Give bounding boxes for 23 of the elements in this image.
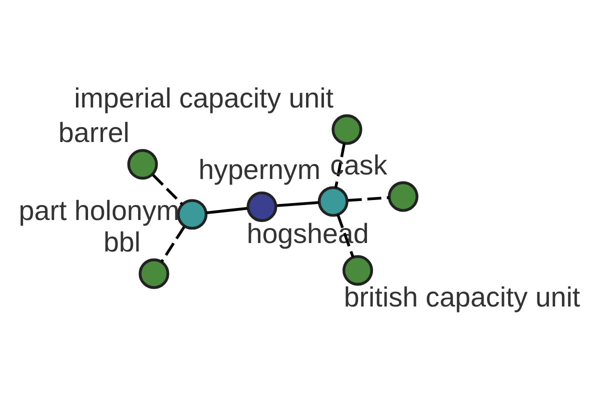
node-label: british capacity unit <box>344 282 580 313</box>
node-label: bbl <box>103 226 141 258</box>
node-label: hogshead <box>246 218 369 249</box>
node-circle <box>176 199 208 230</box>
node-circle <box>388 181 418 212</box>
node-label: hypernym <box>198 154 320 186</box>
node-circle <box>138 258 170 289</box>
node-circle <box>342 255 374 286</box>
connector <box>276 201 320 208</box>
node-label: cask <box>330 149 388 180</box>
connector <box>160 226 186 263</box>
connector <box>206 206 248 214</box>
node-circle <box>332 114 362 145</box>
connector <box>348 196 390 202</box>
node-circle <box>318 186 348 217</box>
node-circle <box>246 191 278 222</box>
node-label: imperial capacity unit <box>74 82 334 114</box>
node-label: barrel <box>58 117 130 148</box>
node-label: part holonym <box>18 194 180 226</box>
connector <box>334 143 346 188</box>
connector <box>152 174 184 206</box>
connector <box>336 214 354 258</box>
node-circle <box>127 149 158 180</box>
